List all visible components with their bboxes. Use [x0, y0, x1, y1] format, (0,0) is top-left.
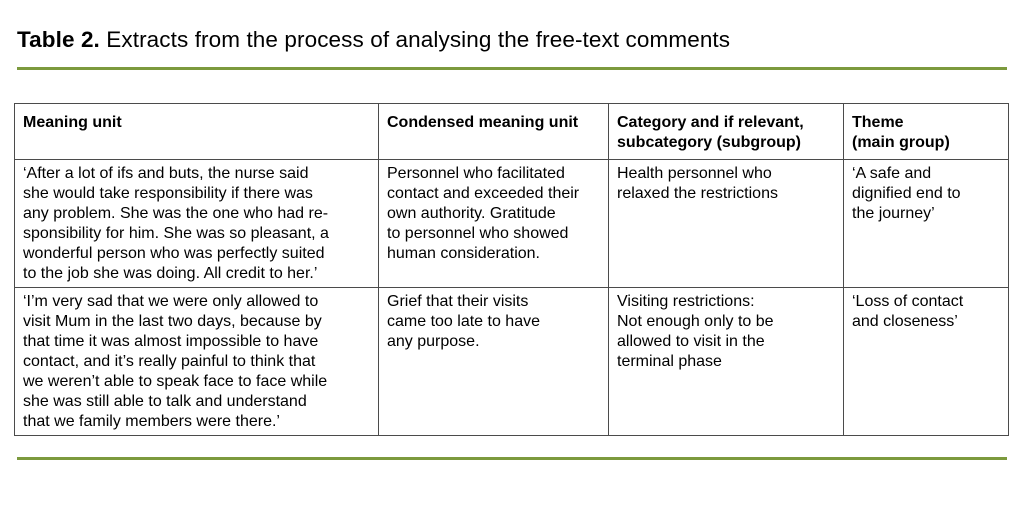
- table-cell-theme: ‘Loss of contact and closeness’: [843, 287, 1009, 436]
- column-header-meaning-unit: Meaning unit: [14, 103, 379, 160]
- header-row: Meaning unit Condensed meaning unit Cate…: [14, 103, 1009, 160]
- caption-text: Extracts from the process of analysing t…: [106, 27, 731, 52]
- page: Table 2. Extracts from the process of an…: [0, 26, 1024, 514]
- table-cell-condensed-meaning-unit: Grief that their visits came too late to…: [378, 287, 609, 436]
- analysis-table: Meaning unit Condensed meaning unit Cate…: [14, 103, 1009, 436]
- table-cell-theme: ‘A safe and dignified end to the journey…: [843, 159, 1009, 288]
- column-header-category-subcategory: Category and if relevant, subcategory (s…: [608, 103, 844, 160]
- table-caption: Table 2. Extracts from the process of an…: [17, 26, 1007, 54]
- table-cell-condensed-meaning-unit: Personnel who facilitated contact and ex…: [378, 159, 609, 288]
- bottom-divider: [17, 457, 1007, 460]
- table-cell-meaning-unit: ‘I’m very sad that we were only allowed …: [14, 287, 379, 436]
- column-header-theme: Theme (main group): [843, 103, 1009, 160]
- top-divider: [17, 67, 1007, 70]
- table-cell-category: Visiting restrictions: Not enough only t…: [608, 287, 844, 436]
- table-cell-category: Health personnel who relaxed the restric…: [608, 159, 844, 288]
- table-cell-meaning-unit: ‘After a lot of ifs and buts, the nurse …: [14, 159, 379, 288]
- table-row: ‘I’m very sad that we were only allowed …: [14, 287, 1009, 436]
- caption-label: Table 2.: [17, 27, 100, 52]
- table-row: ‘After a lot of ifs and buts, the nurse …: [14, 159, 1009, 288]
- column-header-condensed-meaning-unit: Condensed meaning unit: [378, 103, 609, 160]
